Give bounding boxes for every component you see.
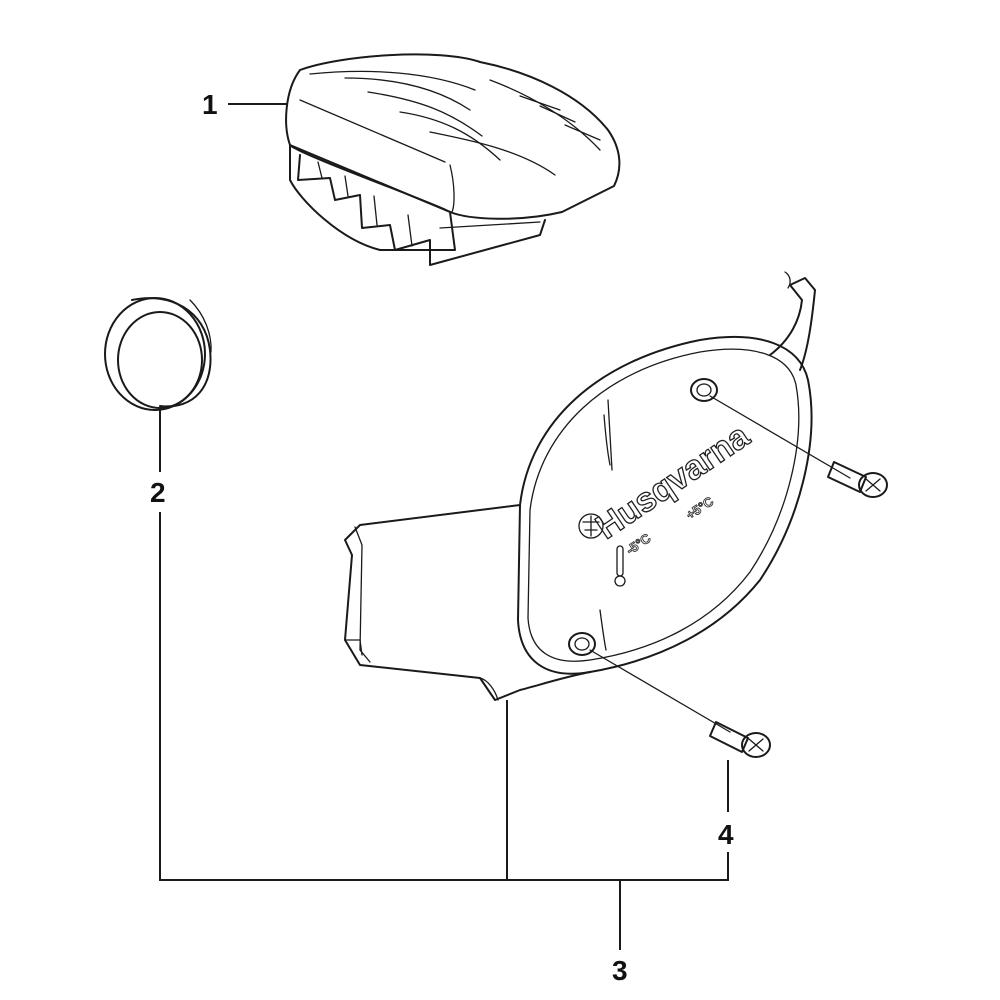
temp-mark-warm: +5°C bbox=[683, 493, 716, 522]
rubber-plug bbox=[104, 297, 212, 411]
side-cover: Husqvarna -5°C +5°C bbox=[344, 271, 816, 701]
callout-1: 1 bbox=[202, 89, 218, 120]
air-filter-cover bbox=[285, 53, 621, 266]
leader-bracket bbox=[159, 512, 729, 881]
lower-boss-icon bbox=[568, 632, 596, 656]
leader-lines bbox=[159, 103, 729, 950]
callout-2: 2 bbox=[150, 477, 166, 508]
thermometer-icon bbox=[614, 545, 626, 587]
brand-text: Husqvarna bbox=[589, 416, 757, 546]
callout-3: 3 bbox=[612, 955, 628, 986]
screw-upper bbox=[709, 395, 888, 498]
husqvarna-logo bbox=[578, 513, 604, 539]
callout-4: 4 bbox=[718, 819, 734, 850]
screw-lower bbox=[589, 649, 771, 758]
upper-boss-icon bbox=[690, 378, 718, 402]
